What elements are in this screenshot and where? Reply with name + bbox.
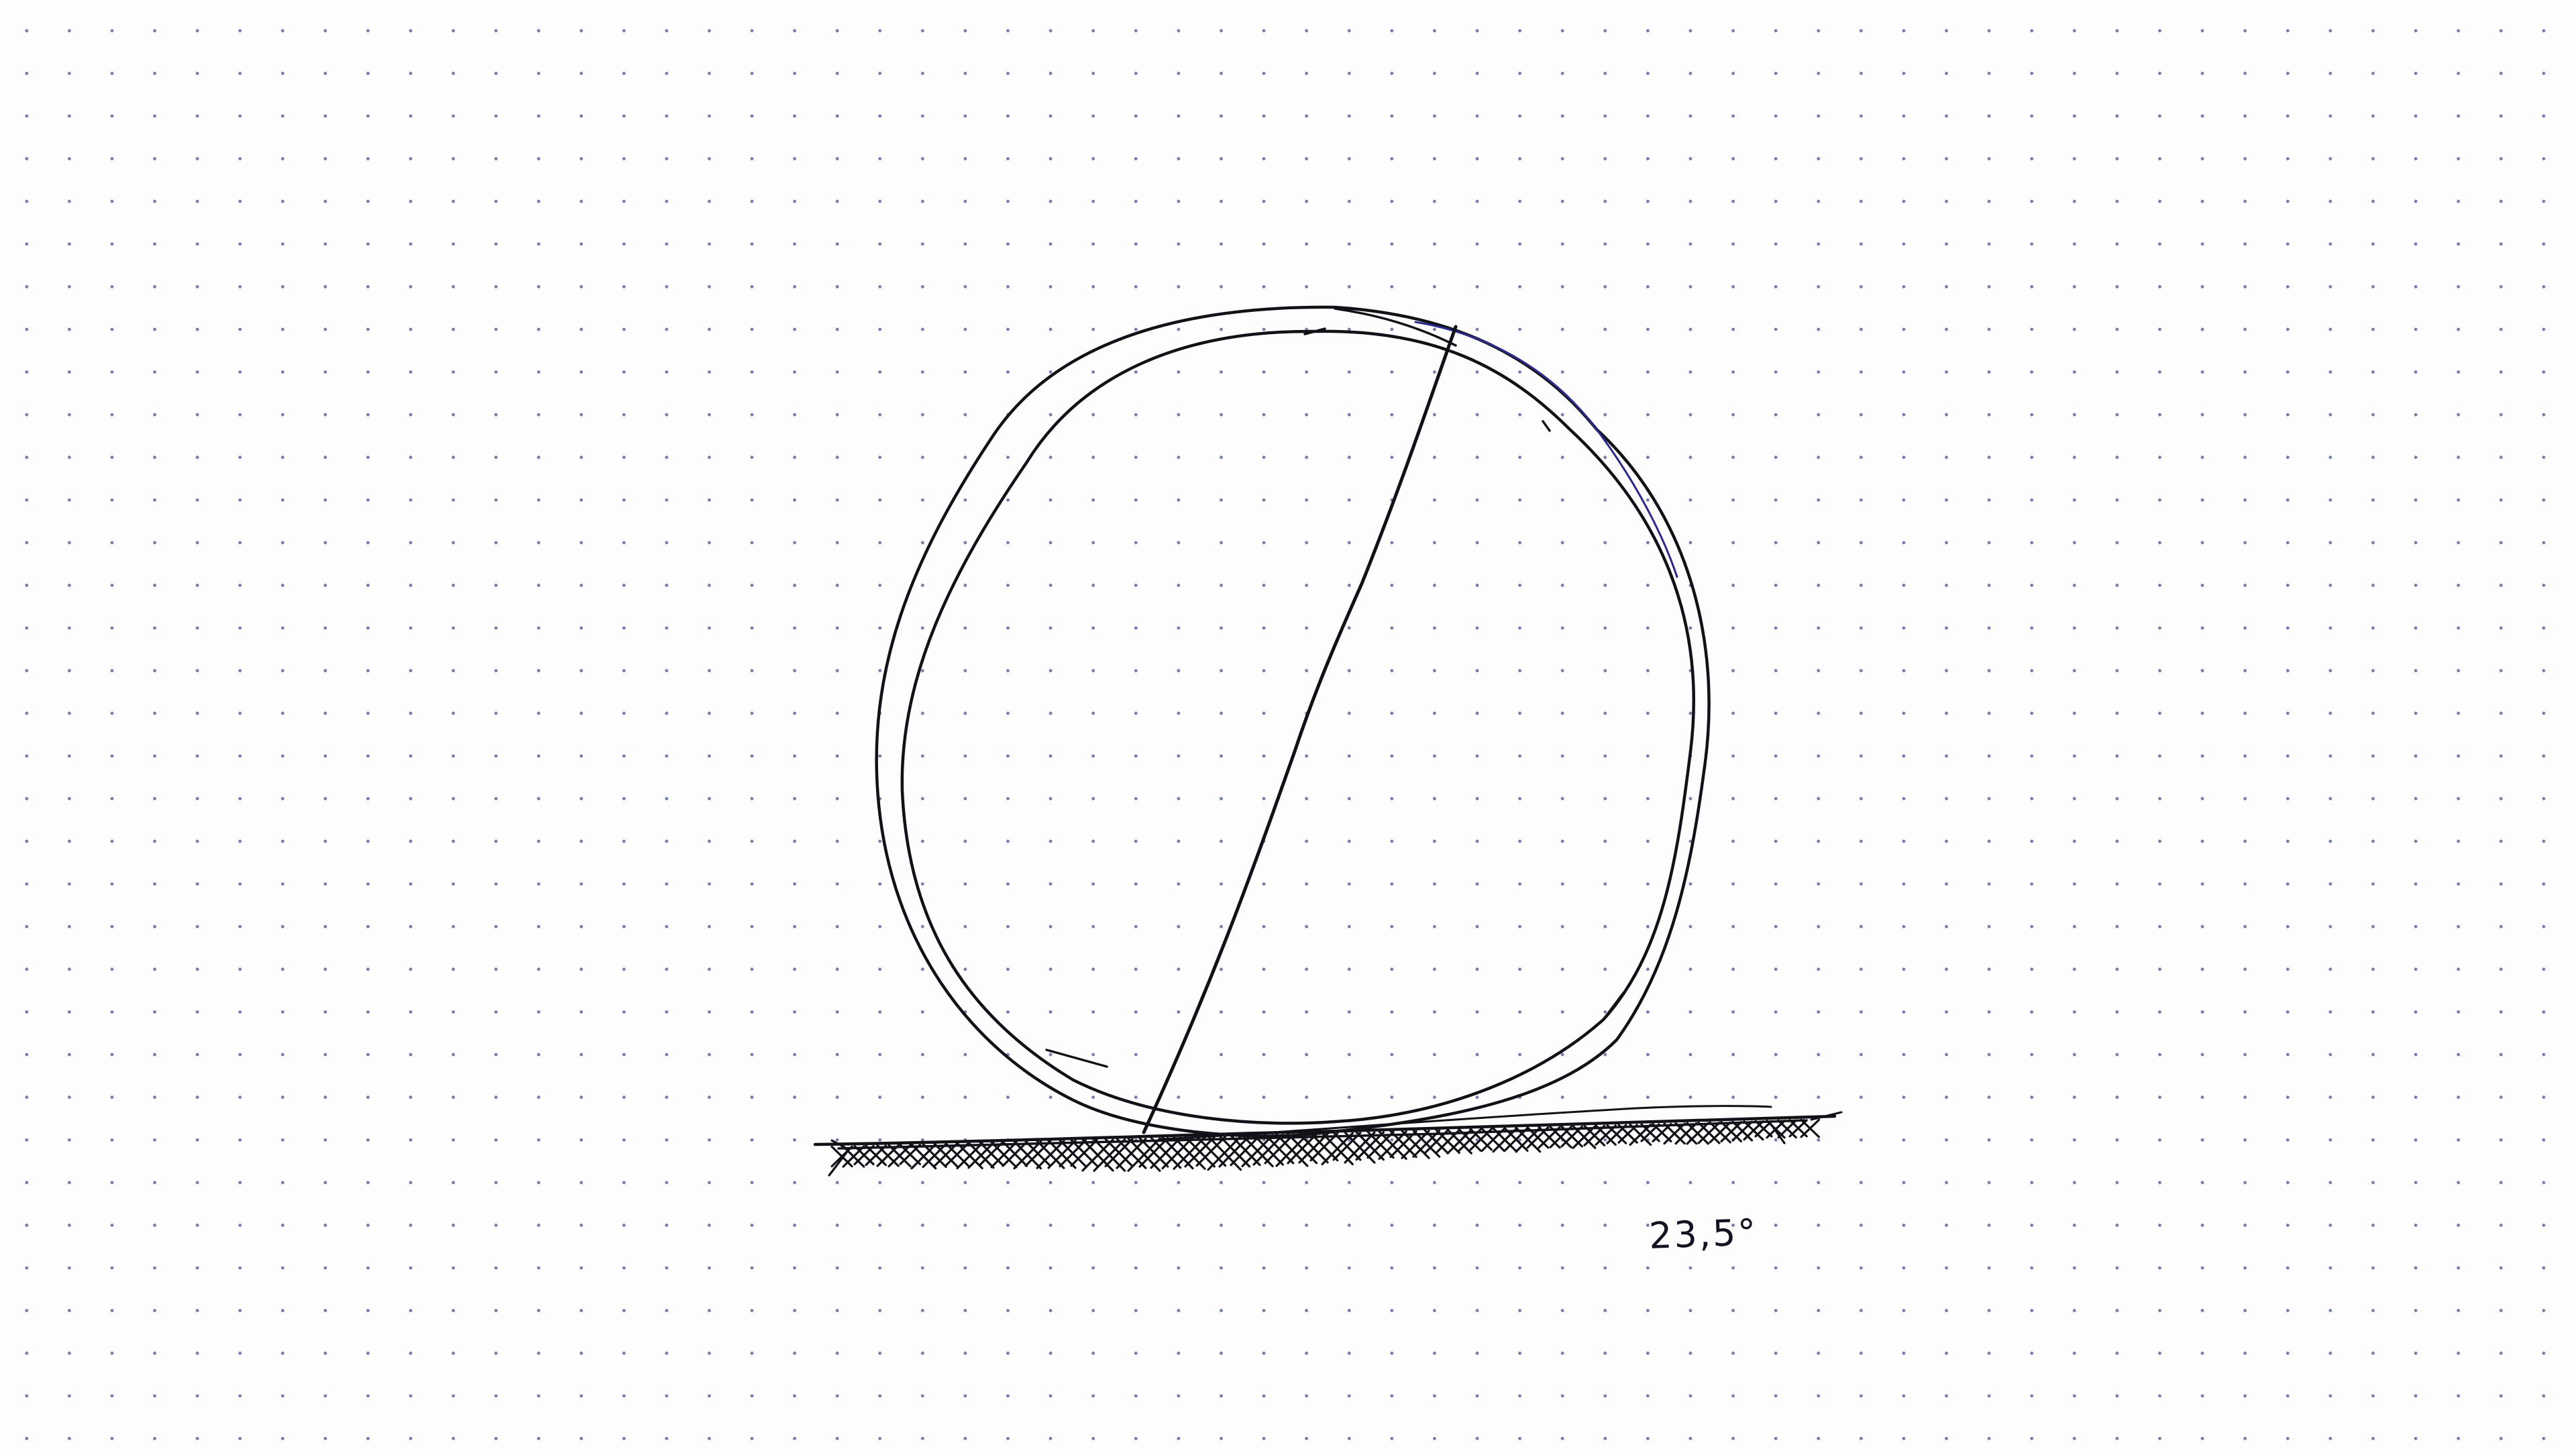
hatch-stroke xyxy=(1332,1132,1362,1161)
hatch-stroke xyxy=(1309,1132,1339,1162)
hatch-stroke xyxy=(1195,1135,1227,1167)
hatch-stroke xyxy=(1184,1136,1216,1168)
hatch-stroke xyxy=(828,1151,848,1177)
hatch-stroke xyxy=(1264,1133,1295,1165)
hatch-stroke xyxy=(1241,1134,1274,1168)
hatch-stroke xyxy=(990,1141,1018,1169)
hatch-stroke xyxy=(1378,1130,1407,1160)
hatch-stroke xyxy=(1572,1125,1597,1149)
hatch-stroke xyxy=(1275,1133,1309,1167)
hatch-stroke xyxy=(1674,1122,1698,1145)
hatch-stroke xyxy=(956,1142,983,1170)
hatch-stroke xyxy=(1287,1132,1318,1165)
hatch-stroke xyxy=(1344,1131,1376,1164)
hatch-stroke xyxy=(830,1145,853,1168)
circle-overlap-ticks xyxy=(1045,307,1625,1068)
hatch-stroke xyxy=(1401,1130,1430,1159)
hatch-stroke xyxy=(842,1145,865,1168)
hatch-stroke xyxy=(1230,1134,1261,1167)
hatch-stroke xyxy=(1150,1136,1182,1169)
hatch-stroke xyxy=(1173,1136,1206,1170)
hatch-stroke xyxy=(1321,1132,1354,1166)
hatch-stroke xyxy=(1116,1137,1147,1169)
hatch-stroke xyxy=(1686,1122,1709,1145)
hatch-stroke xyxy=(945,1142,969,1167)
hatch-stroke xyxy=(876,1144,900,1167)
hatch-stroke xyxy=(1002,1140,1028,1167)
hatch-stroke xyxy=(1138,1137,1169,1168)
hatch-stroke xyxy=(1697,1122,1721,1144)
hatch-stroke xyxy=(1093,1138,1126,1172)
hatch-stroke xyxy=(979,1141,1004,1166)
hatch-stroke xyxy=(922,1142,947,1169)
hatch-stroke xyxy=(1013,1140,1042,1170)
hatch-stroke xyxy=(899,1143,922,1165)
hatch-stroke xyxy=(1629,1123,1652,1146)
hatch-stroke xyxy=(1036,1140,1065,1169)
inner-circle xyxy=(900,329,1696,1125)
hatch-stroke xyxy=(1218,1134,1251,1168)
hatch-stroke xyxy=(933,1142,958,1167)
hatch-stroke xyxy=(888,1144,912,1168)
hatch-stroke xyxy=(1298,1132,1329,1164)
accent-stroke xyxy=(1414,321,1678,578)
hatch-stroke xyxy=(967,1142,995,1169)
hatch-stroke xyxy=(1515,1126,1542,1153)
hatch-stroke xyxy=(1059,1139,1087,1168)
hatch-stroke xyxy=(1081,1138,1114,1172)
hatch-stroke xyxy=(1770,1123,1786,1144)
hatch-stroke xyxy=(910,1143,937,1170)
hatch-stroke xyxy=(1355,1131,1385,1161)
hatch-stroke xyxy=(1127,1137,1161,1172)
hatch-stroke xyxy=(1663,1122,1686,1145)
hatch-stroke xyxy=(1709,1121,1731,1144)
hatch-stroke xyxy=(1047,1139,1077,1169)
hatch-stroke xyxy=(1024,1140,1052,1167)
hatch-stroke xyxy=(1207,1135,1242,1171)
hatch-stroke xyxy=(1104,1138,1134,1168)
hatch-stroke xyxy=(1252,1134,1284,1166)
hatch-stroke xyxy=(1800,1118,1821,1138)
hatch-stroke xyxy=(1070,1138,1098,1167)
outer-circle xyxy=(875,305,1711,1138)
tilted-axis-line xyxy=(1142,325,1458,1134)
hatch-stroke xyxy=(1161,1136,1194,1170)
angle-label: 23,5° xyxy=(1648,1211,1759,1257)
